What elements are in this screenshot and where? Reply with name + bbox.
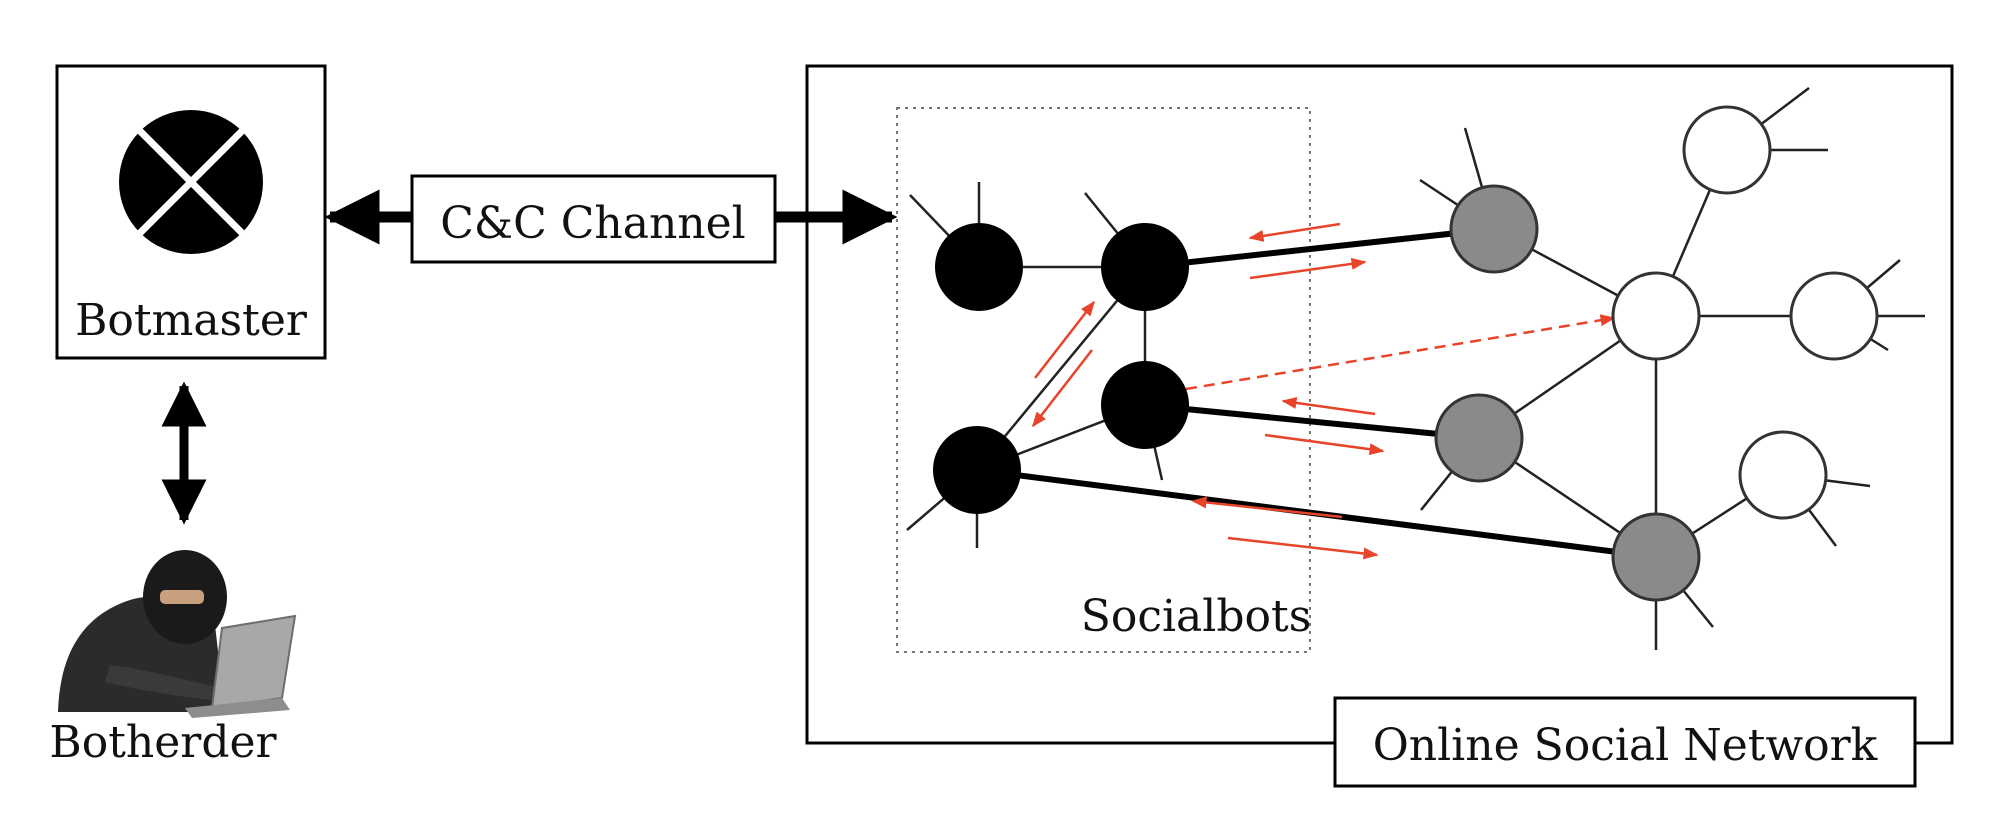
traffic-arrows <box>1032 222 1385 560</box>
cc-channel-label: C&C Channel <box>440 198 746 249</box>
dashed-message-arrow <box>1185 314 1616 391</box>
socialbot-node <box>1101 223 1189 311</box>
socialbot-node <box>933 426 1021 514</box>
socialbot-node <box>935 223 1023 311</box>
botmaster-node: Botmaster <box>55 64 327 360</box>
socialbots-region: Socialbots <box>896 107 1312 653</box>
online-social-network-frame <box>805 64 1954 745</box>
compromised-node <box>1449 184 1539 274</box>
compromised-node <box>1611 512 1701 602</box>
online-social-network-label-box: Online Social Network <box>1333 696 1917 788</box>
online-social-network-label: Online Social Network <box>1373 720 1878 771</box>
socialbots-label: Socialbots <box>1081 591 1312 642</box>
botmaster-label: Botmaster <box>75 295 308 346</box>
legit-node <box>1682 105 1772 195</box>
cc-channel-box: C&C Channel <box>410 174 777 264</box>
socialbot-nodes <box>933 223 1189 514</box>
infiltration-edges <box>976 226 1657 560</box>
legit-node <box>1789 271 1879 361</box>
botherder-label: Botherder <box>49 717 277 768</box>
crossed-circle-icon <box>119 110 263 254</box>
network-edges <box>906 87 1925 650</box>
legit-node <box>1738 430 1828 520</box>
socialbot-node <box>1101 361 1189 449</box>
compromised-node <box>1434 393 1524 483</box>
botherder-figure-icon <box>58 550 297 718</box>
legit-nodes <box>1611 105 1879 520</box>
compromised-nodes <box>1434 184 1701 602</box>
legit-node <box>1611 271 1701 361</box>
